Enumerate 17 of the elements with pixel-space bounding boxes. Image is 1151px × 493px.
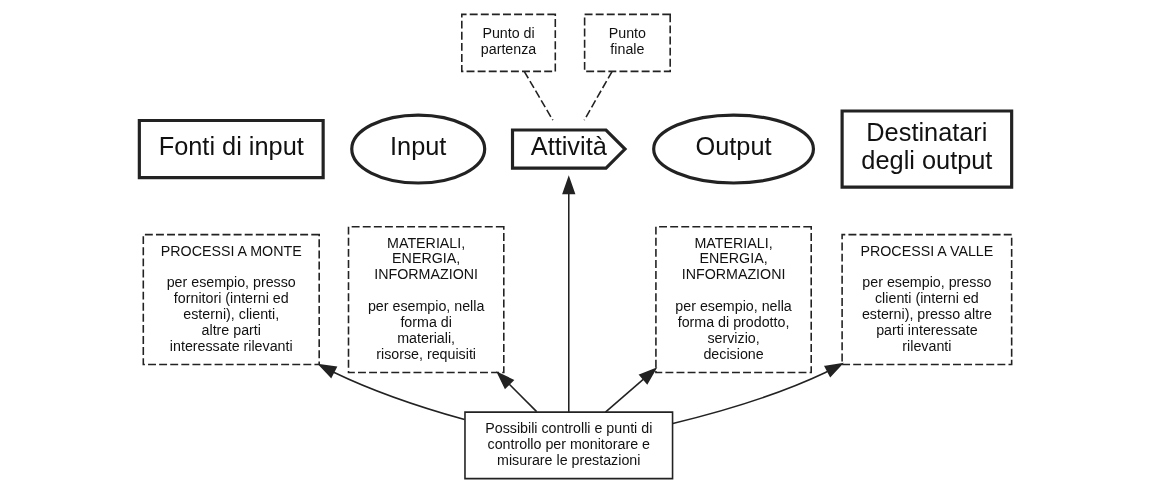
node-box: Punto finale: [583, 13, 671, 73]
node-box: Destinatari degli output: [840, 109, 1014, 189]
node-box: MATERIALI, ENERGIA, INFORMAZIONI per esempio, nella forma di prodotto, servizio, decisione: [655, 225, 812, 374]
connector: [523, 70, 554, 121]
node-box: MATERIALI, ENERGIA, INFORMAZIONI per esempio, nella forma di materiali, risorse, requisiti: [347, 225, 505, 374]
node-box: PROCESSI A MONTE per esempio, presso fornitori (interni ed esterni), clienti, altre parti interessate rilevanti: [142, 233, 320, 366]
arrow: [604, 367, 658, 413]
node-box: PROCESSI A VALLE per esempio, presso clienti (interni ed esterni), presso altre parti interessate rilevanti: [841, 233, 1013, 366]
node-box: Possibili controlli e punti di controllo per monitorare e misurare le prestazioni: [464, 411, 674, 480]
node-box: Punto di partenza: [461, 13, 557, 73]
node-box: Fonti di input: [137, 118, 325, 180]
arrow: [317, 363, 466, 421]
arrow: [562, 175, 576, 413]
node-ellipse: Output: [652, 113, 816, 185]
arrow: [672, 362, 844, 425]
node-ellipse: Input: [350, 113, 487, 185]
arrow: [496, 371, 538, 413]
